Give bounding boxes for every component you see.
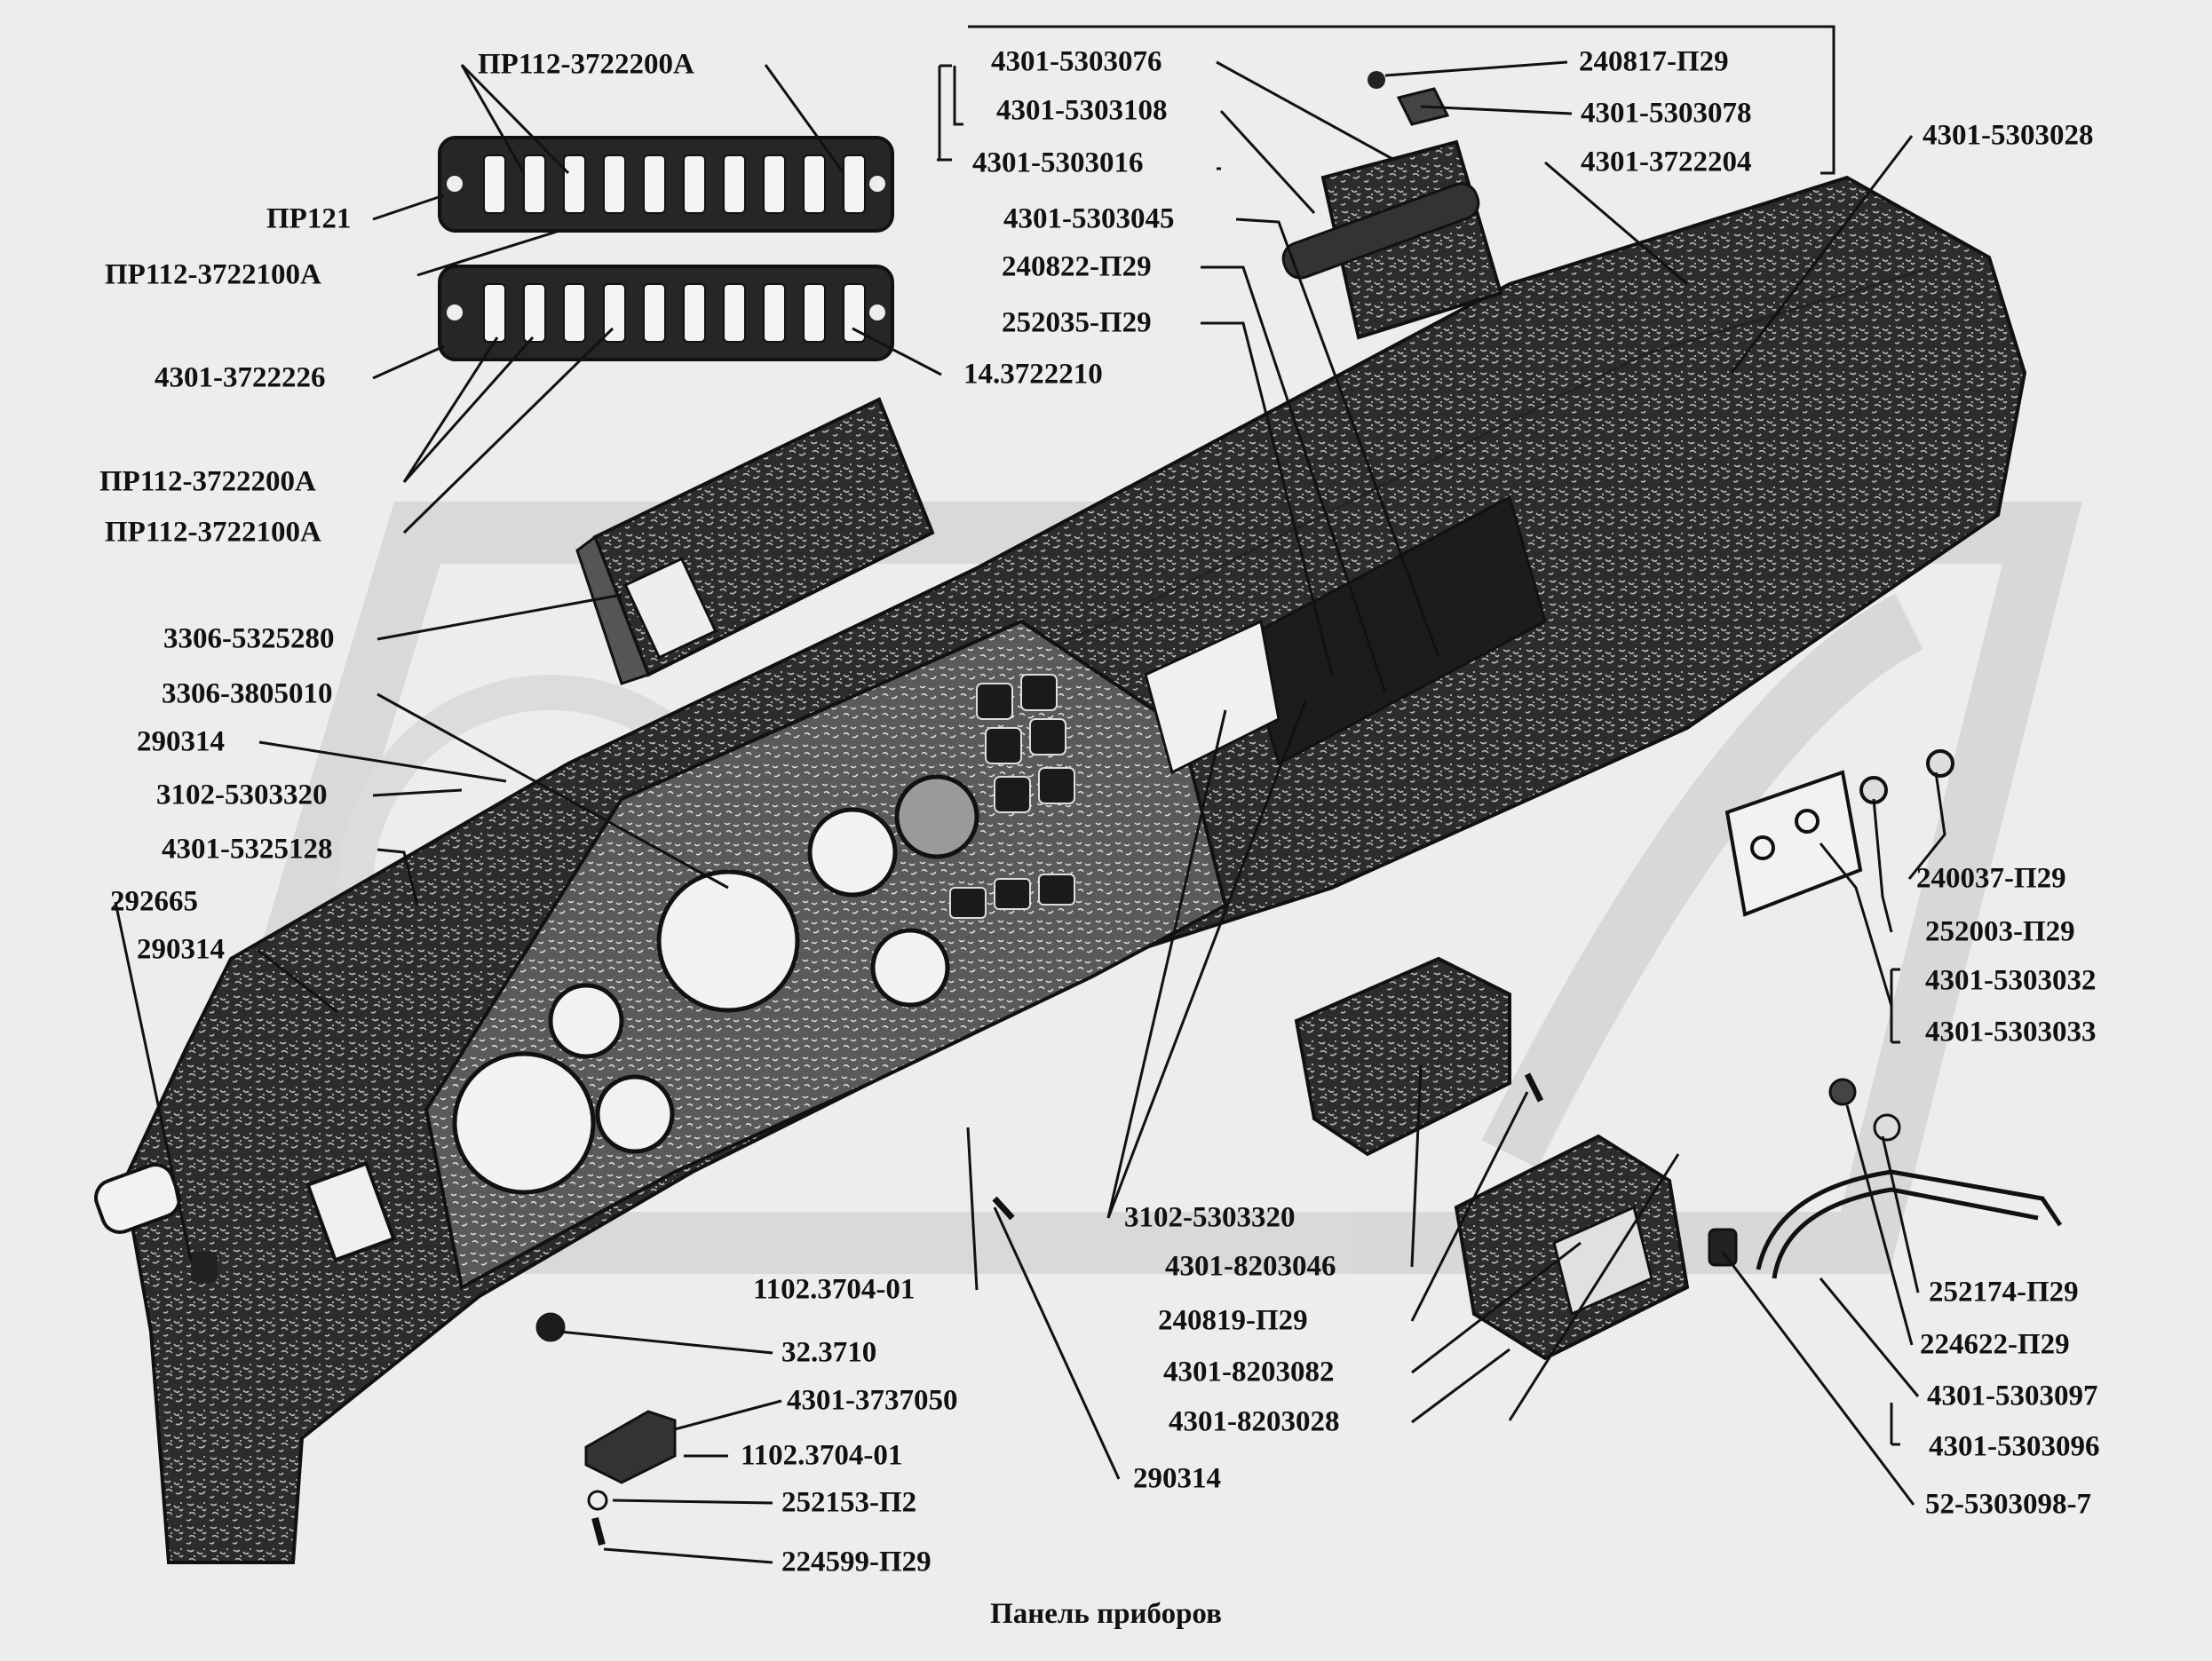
label-290314-a: 290314: [137, 725, 225, 758]
label-240817-p29: 240817-П29: [1579, 45, 1729, 78]
clip: [191, 1252, 218, 1283]
label-4301-5303108: 4301-5303108: [996, 94, 1168, 127]
label-32-3710: 32.3710: [781, 1336, 877, 1369]
label-4301-3722226: 4301-3722226: [155, 361, 326, 394]
label-4301-5303096: 4301-5303096: [1929, 1430, 2100, 1463]
strap-bracket: [1756, 1169, 2063, 1279]
label-240822-p29: 240822-П29: [1002, 250, 1152, 283]
hinge-assembly: [1281, 71, 1503, 340]
diagram-caption: Панель приборов: [990, 1598, 1222, 1630]
label-292665: 292665: [110, 885, 198, 918]
fuse-cover: [575, 397, 935, 685]
instrument-panel: [122, 175, 2027, 1564]
label-4301-8203046: 4301-8203046: [1165, 1250, 1336, 1283]
label-pr121: ПР121: [266, 202, 352, 235]
label-pr112-3722100a-top: ПР112-3722100А: [105, 258, 321, 291]
label-4301-3737050: 4301-3737050: [787, 1384, 958, 1417]
label-3102-5303320-left: 3102-5303320: [156, 779, 328, 811]
label-252153-p2: 252153-П2: [781, 1486, 917, 1519]
gauges: [452, 774, 979, 1195]
label-4301-3722204: 4301-3722204: [1581, 146, 1752, 178]
fuse-box-upper: [438, 136, 894, 233]
label-4301-5303076: 4301-5303076: [991, 45, 1162, 78]
screw-b: [992, 1196, 1015, 1221]
label-3306-5325280: 3306-5325280: [163, 622, 335, 655]
label-224599-p29: 224599-П29: [781, 1546, 932, 1578]
label-4301-8203082: 4301-8203082: [1163, 1356, 1335, 1388]
label-290314-c: 290314: [1133, 1462, 1221, 1495]
label-224622-p29: 224622-П29: [1920, 1328, 2070, 1361]
label-4301-5303078: 4301-5303078: [1581, 97, 1752, 130]
label-pr112-3722200a-top: ПР112-3722200А: [478, 48, 694, 81]
switch-block: [949, 674, 1075, 919]
watermark-logo: [162, 502, 2082, 1274]
label-pr112-3722200a-bottom: ПР112-3722200А: [99, 465, 316, 498]
label-4301-5303032: 4301-5303032: [1925, 964, 2097, 997]
label-4301-5303016: 4301-5303016: [972, 146, 1144, 179]
label-3102-5303320-mid: 3102-5303320: [1124, 1201, 1296, 1234]
label-4301-5303097: 4301-5303097: [1927, 1380, 2098, 1412]
label-290314-b: 290314: [137, 933, 225, 966]
strap-end: [1708, 1228, 1738, 1267]
label-240037-p29: 240037-П29: [1916, 862, 2066, 895]
washer: [587, 1490, 608, 1511]
label-1102-3704-01-a: 1102.3704-01: [753, 1273, 916, 1306]
label-14-3722210: 14.3722210: [963, 358, 1103, 391]
switch-bracket: [584, 1410, 677, 1484]
label-4301-5303028: 4301-5303028: [1923, 119, 2094, 152]
label-52-5303098-7: 52-5303098-7: [1925, 1488, 2091, 1521]
ashtray-cover: [1294, 956, 1511, 1157]
label-4301-5303045: 4301-5303045: [1003, 202, 1175, 235]
ashtray-body: [1454, 1134, 1690, 1361]
screw: [591, 1516, 606, 1546]
label-4301-5325128: 4301-5325128: [162, 833, 333, 866]
label-252003-p29: 252003-П29: [1925, 915, 2075, 948]
fuse-box-lower: [438, 265, 894, 361]
label-240819-p29: 240819-П29: [1158, 1304, 1308, 1337]
label-pr112-3722100a-bottom: ПР112-3722100А: [105, 516, 321, 549]
label-1102-3704-01-b: 1102.3704-01: [741, 1439, 903, 1472]
label-4301-8203028: 4301-8203028: [1169, 1405, 1340, 1438]
screw-c: [1524, 1072, 1544, 1103]
label-3306-3805010: 3306-3805010: [162, 677, 333, 710]
leader-lines: [114, 60, 1946, 1564]
label-252174-p29: 252174-П29: [1929, 1276, 2079, 1309]
right-bracket: [1724, 749, 1954, 917]
label-252035-p29: 252035-П29: [1002, 306, 1152, 339]
label-4301-5303033: 4301-5303033: [1925, 1016, 2097, 1048]
